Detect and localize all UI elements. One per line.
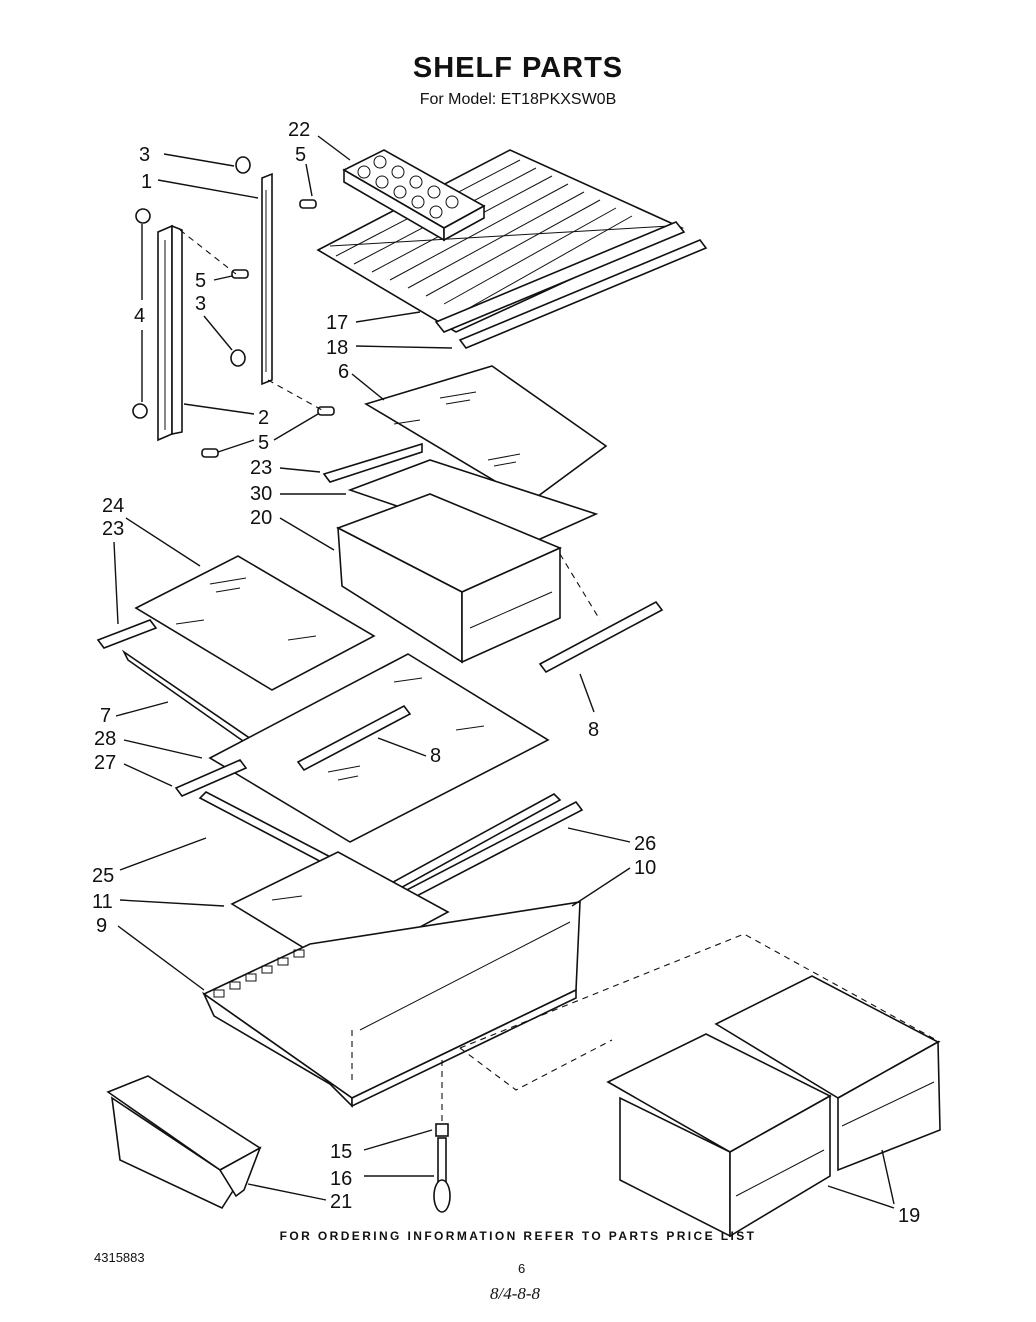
callout-16: 16 [330,1168,352,1190]
callout-23b: 23 [102,518,124,540]
shelf-trim-8-right [538,553,664,674]
callout-1: 1 [141,171,152,193]
ordering-note: FOR ORDERING INFORMATION REFER TO PARTS … [279,1229,757,1243]
glass-shelf-24 [134,555,376,691]
callout-5c: 5 [258,432,269,454]
rail-screws [179,199,335,458]
callout-6: 6 [338,361,349,383]
callout-7: 7 [100,705,111,727]
shelf-frame-27 [174,759,248,797]
wire-shelf-trim [434,221,708,349]
handwritten-date-note: 8/4-8-8 [490,1284,541,1303]
crisper-drawer-left [606,1033,832,1238]
shelf-trim-8-left [296,704,412,772]
callout-17: 17 [326,312,348,334]
drawer-dash-outline [459,933,941,1091]
callout-5b: 5 [195,270,206,292]
rail-caps [132,156,251,419]
callout-27: 27 [94,752,116,774]
callout-30: 30 [250,483,272,505]
model-subtitle: For Model: ET18PKXSW0B [419,91,617,108]
callout-5a: 5 [295,144,306,166]
egg-tray [342,149,486,242]
page-title: SHELF PARTS [412,52,624,84]
wire-shelf [316,149,684,333]
leader-lines [113,135,895,1209]
callout-8a: 8 [588,719,599,741]
callout-26: 26 [634,833,656,855]
callout-2: 2 [258,407,269,429]
glass-shelf-28 [208,653,550,843]
callout-labels: 22 5 3 1 5 3 4 17 18 6 2 5 23 30 20 24 2… [92,119,920,1227]
callout-25: 25 [92,865,114,887]
crisper-drawer-upper [336,493,563,664]
callout-23a: 23 [250,457,272,479]
crisper-cover-frame [322,442,599,549]
callout-24: 24 [102,495,124,517]
callout-28: 28 [94,728,116,750]
door-bin [106,1075,262,1210]
crisper-drawer-right [714,975,941,1172]
callout-19: 19 [898,1205,920,1227]
document-number: 4315883 [94,1250,145,1265]
callout-11: 11 [92,891,113,913]
shelf-support-rail-right [261,172,273,386]
callout-10: 10 [634,857,656,879]
callout-3a: 3 [139,144,150,166]
crisper-housing [202,901,581,1108]
glass-shelf-upper [364,365,608,503]
callout-22: 22 [288,119,310,141]
callout-8b: 8 [430,745,441,767]
callout-21: 21 [330,1191,352,1213]
page-number: 6 [518,1261,526,1276]
callout-4: 4 [134,305,145,327]
callout-15: 15 [330,1141,352,1163]
callout-9: 9 [96,915,107,937]
callout-3b: 3 [195,293,206,315]
shelf-support-rail-left [157,224,183,442]
drain-tube-assembly [433,1060,451,1213]
callout-20: 20 [250,507,272,529]
callout-18: 18 [326,337,348,359]
